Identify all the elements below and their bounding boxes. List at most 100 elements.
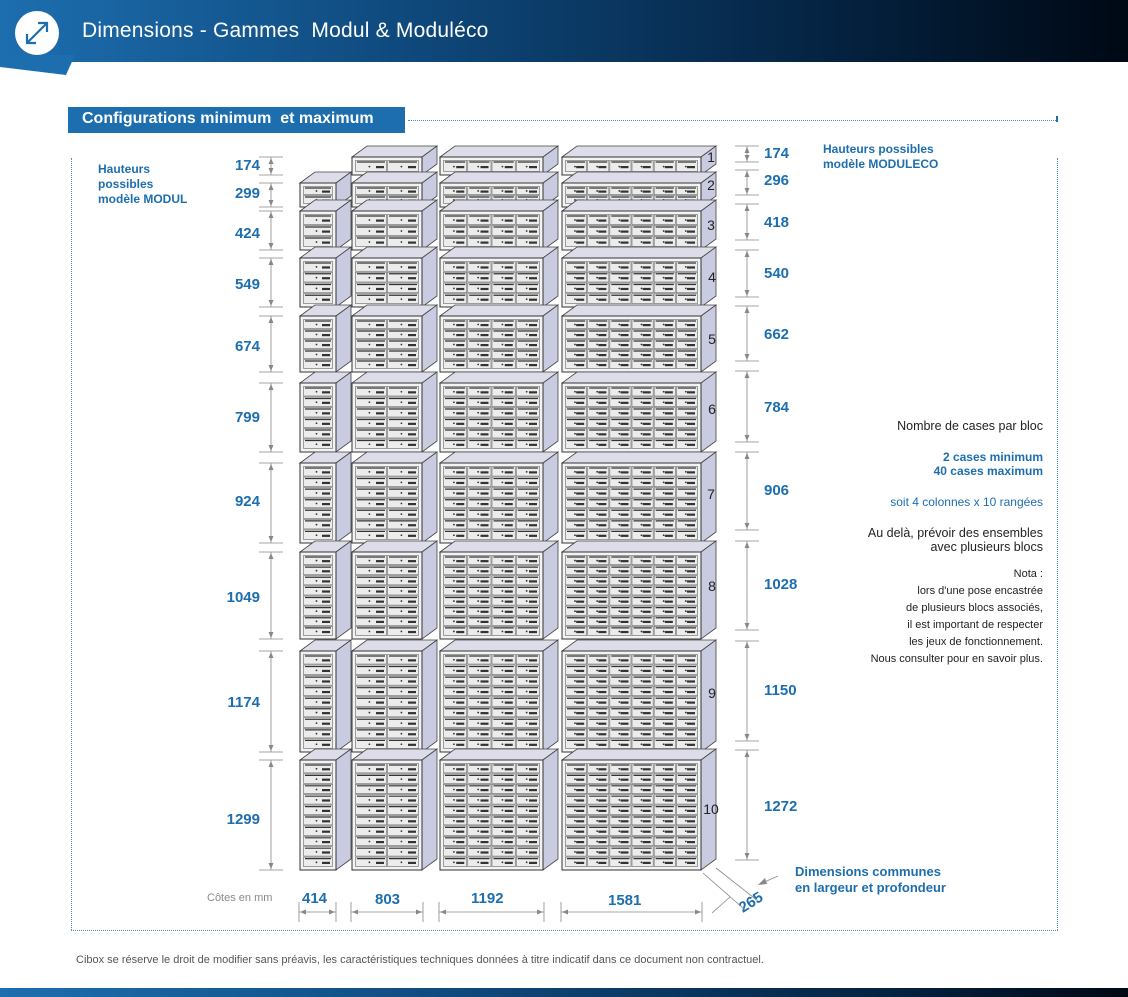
name-plate bbox=[504, 841, 513, 844]
name-plate bbox=[480, 820, 489, 823]
lock bbox=[453, 778, 455, 781]
name-plate bbox=[664, 241, 673, 244]
lock bbox=[618, 219, 621, 221]
name-plate bbox=[456, 524, 465, 527]
name-plate bbox=[687, 851, 695, 854]
mailbox-door bbox=[653, 487, 676, 498]
mailbox-door bbox=[609, 186, 632, 195]
mailbox-door bbox=[653, 825, 676, 836]
right-dimension-line-arrow bbox=[744, 623, 750, 629]
mailbox-door bbox=[467, 386, 492, 397]
lock bbox=[453, 830, 455, 833]
name-plate bbox=[322, 610, 330, 613]
mailbox-door bbox=[653, 773, 676, 784]
name-plate bbox=[504, 733, 513, 736]
left-dimension-line-arrow bbox=[268, 745, 274, 751]
lock bbox=[640, 701, 643, 703]
name-plate bbox=[620, 298, 629, 301]
name-plate bbox=[664, 701, 673, 704]
lock bbox=[574, 743, 576, 746]
mailbox-door bbox=[515, 428, 540, 439]
name-plate bbox=[598, 219, 607, 222]
name-plate bbox=[529, 241, 537, 244]
lock bbox=[315, 534, 318, 537]
block-top bbox=[560, 451, 718, 464]
name-plate bbox=[687, 534, 695, 537]
mailbox-door bbox=[355, 261, 387, 272]
name-plate bbox=[687, 401, 695, 404]
lock bbox=[501, 470, 504, 473]
lock bbox=[315, 610, 318, 613]
mailbox-door bbox=[587, 846, 610, 857]
lock bbox=[684, 481, 687, 484]
lock bbox=[618, 492, 621, 494]
mailbox-door bbox=[515, 186, 540, 195]
lock bbox=[477, 669, 480, 672]
name-plate bbox=[664, 334, 673, 337]
name-plate bbox=[456, 733, 465, 736]
mailbox-door bbox=[443, 417, 468, 428]
mailbox-door bbox=[443, 293, 468, 304]
name-plate bbox=[620, 620, 629, 624]
name-plate bbox=[576, 841, 585, 844]
mailbox-door bbox=[303, 214, 333, 225]
mailbox-door bbox=[355, 293, 387, 304]
lock bbox=[640, 190, 643, 192]
lock bbox=[477, 333, 480, 336]
name-plate bbox=[664, 230, 673, 233]
mailbox-door bbox=[631, 497, 654, 509]
name-plate bbox=[529, 433, 537, 436]
name-plate bbox=[620, 241, 629, 244]
name-plate bbox=[620, 630, 629, 634]
name-plate bbox=[642, 503, 651, 506]
name-plate bbox=[376, 560, 384, 563]
lock bbox=[477, 443, 480, 446]
lock bbox=[640, 851, 643, 853]
mailbox-door bbox=[676, 529, 698, 540]
block-top bbox=[438, 171, 560, 184]
name-plate bbox=[642, 524, 651, 527]
lock bbox=[453, 443, 455, 446]
mailbox-door bbox=[387, 386, 419, 397]
left-dimension-line-arrow bbox=[268, 200, 274, 206]
name-plate bbox=[480, 241, 489, 244]
mailbox-door bbox=[355, 329, 387, 339]
name-plate bbox=[687, 334, 695, 337]
lock bbox=[453, 323, 455, 326]
mailbox-door bbox=[631, 675, 654, 686]
lock bbox=[684, 390, 687, 393]
lock bbox=[368, 411, 371, 414]
lock bbox=[525, 767, 528, 770]
name-plate bbox=[480, 391, 489, 394]
name-plate bbox=[408, 277, 416, 280]
mailbox-door bbox=[491, 555, 516, 565]
mailbox-door bbox=[355, 605, 387, 616]
name-plate bbox=[408, 219, 416, 222]
lock bbox=[662, 363, 665, 366]
lock bbox=[525, 443, 528, 446]
lock bbox=[368, 492, 371, 494]
lock bbox=[315, 851, 318, 853]
block-top bbox=[560, 540, 718, 553]
name-plate bbox=[480, 334, 489, 337]
mailbox-door bbox=[387, 508, 419, 519]
name-plate bbox=[322, 743, 330, 746]
lock bbox=[368, 851, 371, 853]
lock bbox=[574, 443, 576, 446]
name-plate bbox=[322, 690, 330, 694]
lock bbox=[368, 669, 371, 672]
mailbox-door bbox=[303, 407, 333, 418]
lock bbox=[618, 590, 621, 592]
name-plate bbox=[687, 830, 695, 833]
name-plate bbox=[322, 841, 330, 844]
name-plate bbox=[376, 722, 384, 725]
name-plate bbox=[322, 778, 330, 781]
lock bbox=[662, 534, 665, 537]
mailbox-door bbox=[303, 529, 333, 540]
mailbox-door bbox=[355, 476, 387, 487]
lock bbox=[574, 481, 576, 484]
lock bbox=[640, 778, 643, 781]
mailbox-door bbox=[565, 794, 587, 805]
mailbox-door bbox=[609, 706, 632, 718]
section-heading: Configurations minimum et maximum bbox=[68, 107, 405, 133]
